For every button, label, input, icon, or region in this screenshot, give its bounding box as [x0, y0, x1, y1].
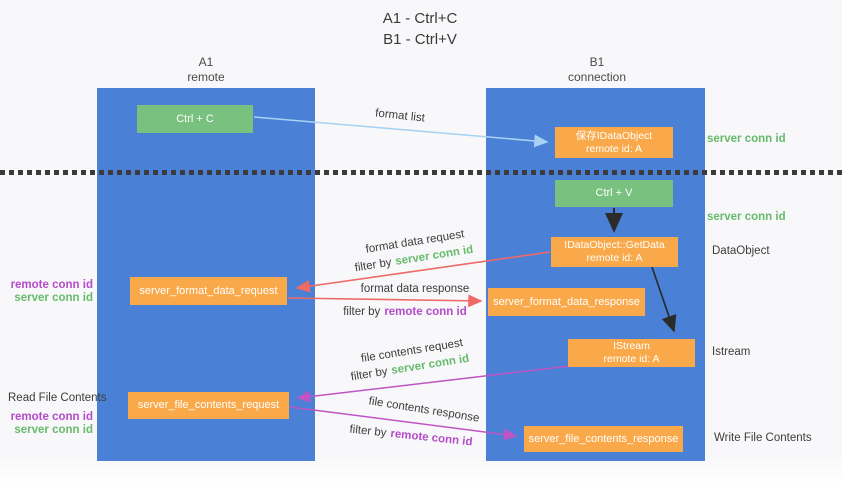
node-ctrl-v: Ctrl + V: [555, 180, 673, 207]
column-header-b1: B1 connection: [537, 55, 657, 85]
node-format-request-label: server_format_data_request: [139, 284, 278, 297]
node-getdata-line2: remote id: A: [586, 252, 643, 264]
arrow-file-contents-response: [289, 406, 518, 441]
filter-by-text: filter by: [343, 306, 381, 318]
node-istream: IStream remote id: A: [568, 339, 695, 367]
right-label-server-conn-id-2: server conn id: [707, 211, 786, 223]
left-label-remote-conn-id-1: remote conn id: [10, 279, 93, 291]
node-save-idataobject-line2: remote id: A: [585, 142, 643, 155]
arrow-getdata-to-istream: [651, 266, 677, 333]
remote-conn-id-text: remote conn id: [384, 306, 467, 318]
phase-divider-dotted-line: [0, 170, 842, 175]
column-a1-role: remote: [187, 70, 225, 84]
column-a1-id: A1: [198, 55, 214, 69]
node-file-response-label: server_file_contents_response: [528, 432, 679, 445]
right-label-dataobject: DataObject: [712, 245, 770, 257]
diagram-title: A1 - Ctrl+C B1 - Ctrl+V: [300, 8, 540, 50]
arrow-format-list: [253, 116, 549, 148]
left-label-server-conn-id-2: server conn id: [14, 424, 93, 436]
title-line-1: A1 - Ctrl+C: [382, 10, 458, 27]
title-line-2: B1 - Ctrl+V: [383, 31, 457, 48]
node-istream-line2: remote id: A: [603, 353, 660, 365]
node-getdata-line1: IDataObject::GetData: [564, 239, 665, 251]
column-header-a1: A1 remote: [146, 55, 266, 85]
node-save-idataobject-line1: 保存IDataObject: [575, 129, 653, 142]
node-ctrl-c: Ctrl + C: [137, 105, 253, 133]
node-format-response-label: server_format_data_response: [493, 295, 640, 308]
arrow-format-data-request: [295, 251, 551, 293]
right-label-istream: Istream: [712, 346, 751, 358]
node-ctrl-c-label: Ctrl + C: [176, 112, 214, 125]
column-b1-role: connection: [567, 70, 627, 84]
node-server-file-contents-request: server_file_contents_request: [128, 392, 289, 419]
column-b1-id: B1: [589, 55, 605, 69]
left-label-read-file-contents: Read File Contents: [8, 392, 107, 404]
node-ctrl-v-label: Ctrl + V: [595, 187, 633, 199]
node-server-format-data-response: server_format_data_response: [488, 288, 645, 316]
left-label-remote-conn-id-2: remote conn id: [10, 411, 93, 423]
node-istream-line1: IStream: [613, 340, 650, 352]
edge-label-filter-by-remote-conn-id-1: filter by remote conn id: [330, 306, 480, 318]
right-label-write-file-contents: Write File Contents: [714, 432, 812, 444]
right-label-server-conn-id-1: server conn id: [707, 133, 786, 145]
arrow-file-contents-request: [296, 365, 571, 403]
node-server-format-data-request: server_format_data_request: [130, 277, 287, 305]
arrow-format-data-response: [287, 294, 483, 308]
node-file-request-label: server_file_contents_request: [137, 399, 280, 411]
edge-label-format-data-response: format data response: [360, 283, 470, 295]
node-idataobject-getdata: IDataObject::GetData remote id: A: [551, 237, 678, 267]
left-label-server-conn-id-1: server conn id: [14, 292, 93, 304]
node-save-idataobject: 保存IDataObject remote id: A: [555, 127, 673, 158]
node-server-file-contents-response: server_file_contents_response: [524, 426, 683, 452]
